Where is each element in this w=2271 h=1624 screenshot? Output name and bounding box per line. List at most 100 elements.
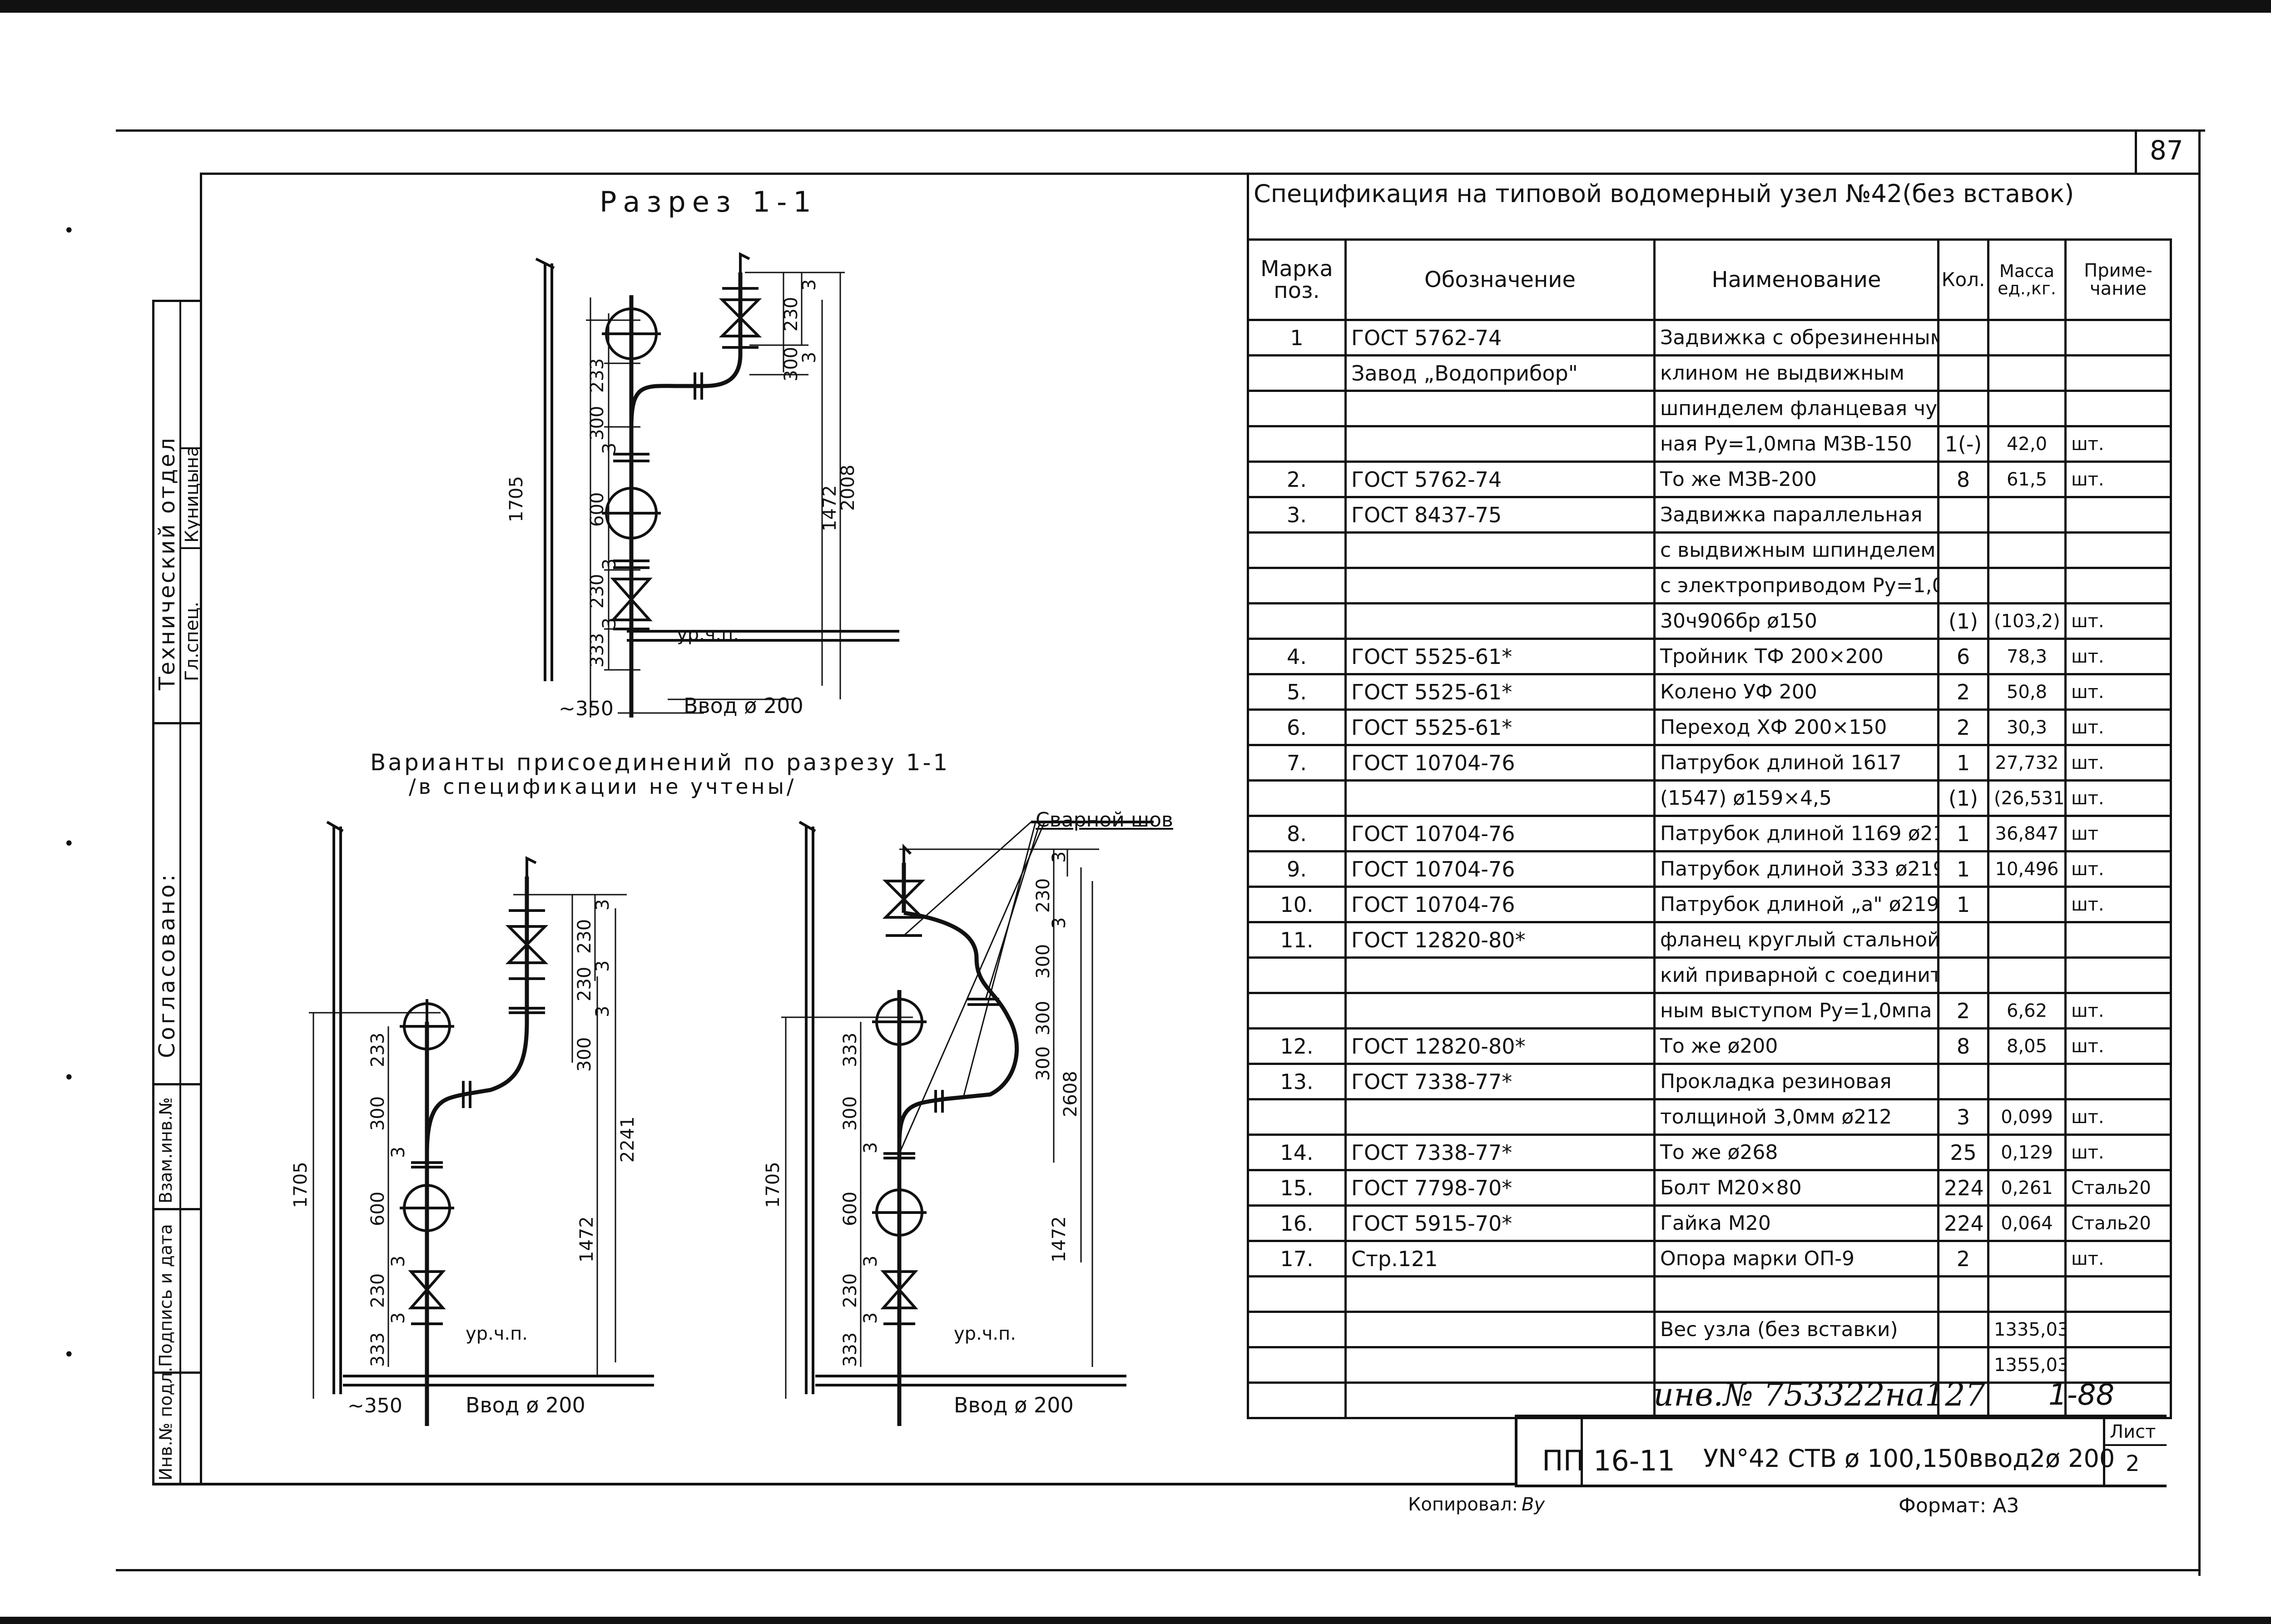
cell-name <box>1653 1275 1939 1313</box>
cell-mark: 15. <box>1247 1169 1347 1207</box>
vl-offset: ~350 <box>347 1394 402 1417</box>
cell-note: шт. <box>2064 1134 2172 1171</box>
cell-name: клином не выдвижным <box>1653 354 1939 392</box>
cell-mark <box>1247 956 1347 994</box>
cell-mark <box>1247 390 1347 427</box>
cell-mark: 1 <box>1247 319 1347 356</box>
cell-mark: 4. <box>1247 638 1347 675</box>
cell-mass: 0,064 <box>1987 1204 2067 1242</box>
col-qty: Кол. <box>1937 238 1989 321</box>
spec-row: Вес узла (без вставки)1335,037+a" <box>1247 1311 2172 1348</box>
vr-dim-r-3a: 3 <box>1049 852 1070 863</box>
cell-qty <box>1937 1311 1989 1348</box>
cell-name: шпинделем фланцевая чугун- <box>1653 390 1939 427</box>
cell-qty <box>1937 319 1989 356</box>
cell-name: То же МЗВ-200 <box>1653 460 1939 498</box>
right-rule <box>2198 129 2201 1576</box>
spec-row: (1547) ø159×4,5(1)(26,531)шт. <box>1247 779 2172 817</box>
cell-designation: ГОСТ 5525-61* <box>1344 638 1656 675</box>
cell-mark: 16. <box>1247 1204 1347 1242</box>
cell-designation: ГОСТ 5762-74 <box>1344 460 1656 498</box>
col-mark: Марка поз. <box>1247 238 1347 321</box>
cell-qty: 8 <box>1937 1027 1989 1065</box>
project-description: УN°42 СТВ ø 100,150ввод2ø 200 <box>1703 1444 2115 1473</box>
cell-designation: ГОСТ 7798-70* <box>1344 1169 1656 1207</box>
variant-right-drawing: 1705 333 300 3 600 3 230 3 333 3 230 3 3… <box>763 821 1154 1426</box>
stamp-name1: Куницына <box>182 446 203 543</box>
vl-dim-r-300: 300 <box>574 1037 595 1072</box>
vl-level: ур.ч.п. <box>466 1323 528 1344</box>
stamp-sep-2 <box>152 1083 202 1085</box>
cell-designation: ГОСТ 5525-61* <box>1344 708 1656 746</box>
cell-mass: 27,732 <box>1987 744 2067 782</box>
cell-name: То же ø200 <box>1653 1027 1939 1065</box>
cell-note <box>2064 1275 2172 1313</box>
cell-qty: 2 <box>1937 673 1989 711</box>
cell-mass <box>1987 354 2067 392</box>
stamp-sign-date: Подпись и дата <box>156 1224 176 1367</box>
cell-designation: ГОСТ 7338-77* <box>1344 1063 1656 1100</box>
cell-designation: ГОСТ 5525-61* <box>1344 673 1656 711</box>
cell-name: с электроприводом Pу=1,0мпа <box>1653 567 1939 604</box>
vl-dim-3c: 3 <box>388 1312 409 1324</box>
stamp-divider <box>179 300 181 1485</box>
cell-note <box>2064 1311 2172 1348</box>
cell-mark: 13. <box>1247 1063 1347 1100</box>
cell-name: с выдвижным шпинделем <box>1653 531 1939 569</box>
vl-dim-600: 600 <box>367 1192 388 1226</box>
cell-qty: 8 <box>1937 460 1989 498</box>
cell-qty: 2 <box>1937 708 1989 746</box>
cell-mark: 10. <box>1247 886 1347 923</box>
cell-designation: ГОСТ 10704-76 <box>1344 815 1656 852</box>
cell-mass: 30,3 <box>1987 708 2067 746</box>
cell-mass <box>1987 1275 2067 1313</box>
cell-note: шт. <box>2064 638 2172 675</box>
cell-note: шт. <box>2064 708 2172 746</box>
cell-note: шт. <box>2064 425 2172 463</box>
cell-mass: 10,496 <box>1987 850 2067 888</box>
cell-mark: 5. <box>1247 673 1347 711</box>
spec-header-row: Марка поз. Обозначение Наименование Кол.… <box>1247 238 2172 321</box>
stamp-role1: Гл.спец. <box>182 601 203 681</box>
cell-designation: ГОСТ 8437-75 <box>1344 496 1656 534</box>
dim-r-300: 300 <box>781 347 802 381</box>
cell-qty <box>1937 1275 1989 1313</box>
stray-dot-2: • <box>64 833 74 854</box>
vr-dim-r-300b: 300 <box>1033 1001 1054 1035</box>
offset-label: ~350 <box>559 697 614 720</box>
title-block-split <box>1581 1415 1583 1487</box>
valve-upper <box>719 298 762 337</box>
cell-mark <box>1247 1275 1347 1313</box>
cell-name: ным выступом Pу=1,0мпа ø150 <box>1653 992 1939 1030</box>
stamp-sep-1 <box>152 722 202 724</box>
cell-name: Прокладка резиновая <box>1653 1063 1939 1100</box>
dim-r-2008: 2008 <box>838 465 858 511</box>
cell-note <box>2064 531 2172 569</box>
cell-note: шт. <box>2064 1240 2172 1277</box>
title-block <box>1515 1415 2167 1487</box>
cell-mark <box>1247 567 1347 604</box>
col-name: Наименование <box>1653 238 1939 321</box>
cell-name: 30ч906бр ø150 <box>1653 602 1939 640</box>
cell-name: кий приварной с соединитель- <box>1653 956 1939 994</box>
cell-name: Переход ХФ 200×150 <box>1653 708 1939 746</box>
dim-300: 300 <box>587 406 608 441</box>
vl-dim-r-3c: 3 <box>592 1006 613 1017</box>
cell-mark <box>1247 779 1347 817</box>
top-edge <box>0 0 2271 13</box>
level-label: ур.ч.п. <box>677 624 739 645</box>
vl-dim-r-2241: 2241 <box>617 1116 638 1163</box>
cell-note: шт. <box>2064 1098 2172 1136</box>
vl-dim-r-3b: 3 <box>592 961 613 972</box>
cell-qty <box>1937 1346 1989 1384</box>
section-title: Разрез 1-1 <box>600 185 818 218</box>
vl-dim-333: 333 <box>367 1332 388 1367</box>
